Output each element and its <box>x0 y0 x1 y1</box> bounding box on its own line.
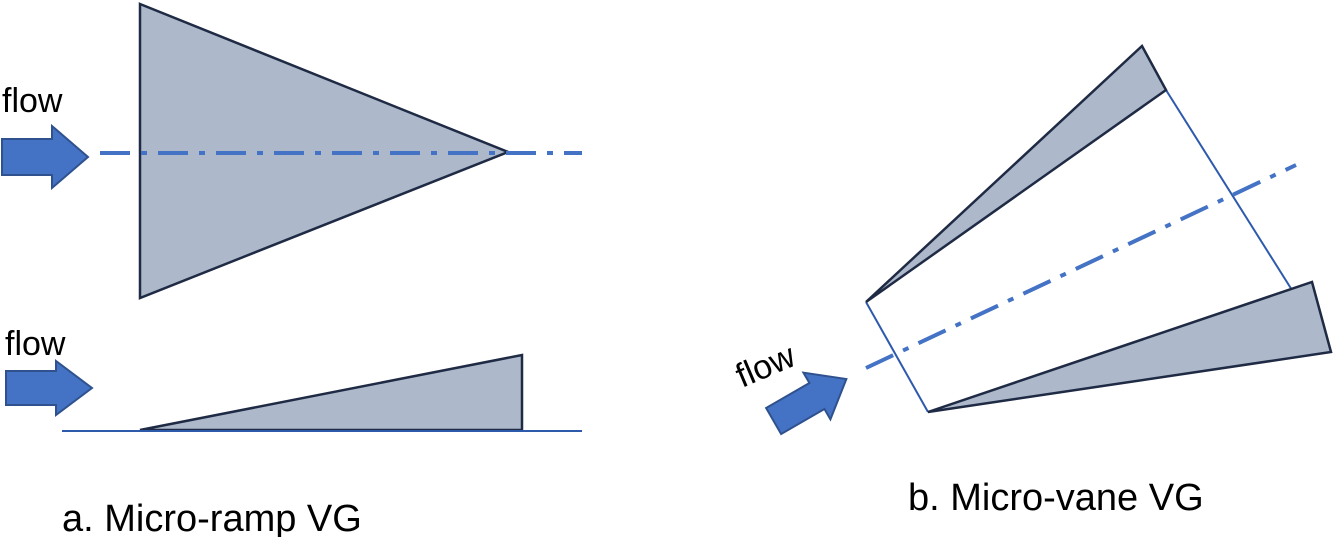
micro-vane-upper <box>865 43 1168 304</box>
flow-label-right: flow <box>730 337 801 396</box>
micro-ramp-top-triangle <box>138 2 512 300</box>
vane-leading-edge-link <box>865 301 929 413</box>
caption-micro-vane: b. Micro-vane VG <box>908 477 1204 519</box>
flow-label-top-left: flow <box>2 82 63 120</box>
micro-vane-lower <box>927 280 1333 414</box>
flow-label-bottom-left: flow <box>5 325 66 363</box>
micro-ramp-side-view: flow <box>5 325 582 432</box>
micro-vane-view: flow <box>730 43 1333 436</box>
flow-arrow-bottom-left <box>5 359 94 417</box>
micro-ramp-side-profile <box>139 353 524 432</box>
caption-micro-ramp: a. Micro-ramp VG <box>62 498 362 537</box>
flow-arrow-right <box>764 371 848 436</box>
micro-ramp-top-view: flow <box>1 2 582 300</box>
centerline-vane <box>865 163 1297 370</box>
flow-arrow-top-left <box>1 123 90 191</box>
